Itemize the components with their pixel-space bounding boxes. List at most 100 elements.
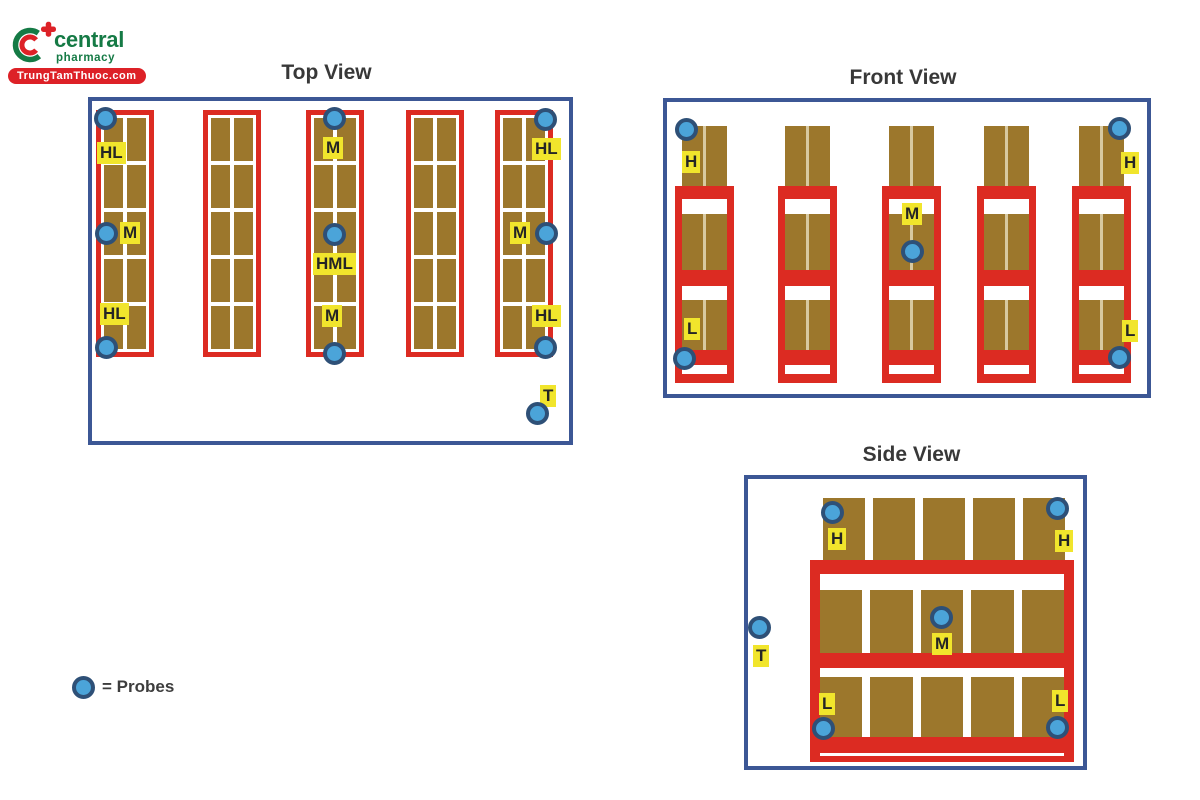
- probe-label: L: [1122, 320, 1139, 342]
- rack-grid: [211, 118, 253, 349]
- rack-beam: [1072, 186, 1131, 199]
- pallet-cell: [437, 212, 456, 255]
- probe: [901, 240, 924, 263]
- shelf-gap: [785, 286, 830, 300]
- rack-beam: [882, 270, 941, 286]
- pallet-cell: [127, 118, 146, 161]
- probe-label: HL: [100, 303, 129, 325]
- pallet-box: [809, 300, 830, 350]
- pallet-cell: [503, 306, 522, 349]
- pallet-cell: [127, 165, 146, 208]
- probe: [95, 222, 118, 245]
- logo-tagline-text: pharmacy: [56, 52, 116, 64]
- pallet-cell: [127, 259, 146, 302]
- shelf-gap: [682, 199, 727, 214]
- shelf-gap: [820, 574, 1064, 590]
- shelf-gap: [1079, 365, 1124, 374]
- pallet-box: [785, 300, 806, 350]
- probe: [526, 402, 549, 425]
- pallet-cell: [234, 118, 253, 161]
- shelf-gap: [820, 753, 1064, 756]
- probe: [95, 336, 118, 359]
- probe-label: H: [828, 528, 847, 550]
- pallet-box: [1103, 300, 1124, 350]
- pallet-box: [913, 300, 934, 350]
- pallet-box: [785, 126, 806, 186]
- pallet-box: [971, 677, 1014, 737]
- top-view-title: Top View: [281, 61, 372, 84]
- pallet-cell: [437, 306, 456, 349]
- pallet-box: [1021, 590, 1065, 653]
- pallet-cell: [503, 259, 522, 302]
- pallet-row: [823, 498, 1065, 560]
- pallet-box: [1079, 300, 1100, 350]
- storage-rack: [675, 126, 734, 383]
- pallet-box: [984, 126, 1005, 186]
- pallet-box: [820, 590, 863, 653]
- logo-domain-badge: TrungTamThuoc.com: [8, 68, 146, 84]
- pallet-box: [973, 498, 1015, 560]
- pallet-box: [870, 590, 913, 653]
- shelf-gap: [889, 365, 934, 374]
- shelf-level: [785, 214, 830, 270]
- rack-base: [882, 374, 941, 383]
- pallet-cell: [211, 118, 230, 161]
- pallet-cell: [437, 165, 456, 208]
- pallet-box: [809, 126, 830, 186]
- pallet-box: [1008, 214, 1029, 270]
- probe-label: M: [323, 137, 344, 159]
- logo-brand-text: central: [54, 27, 125, 52]
- probe-label: L: [819, 693, 836, 715]
- pallet-row: [785, 126, 830, 186]
- probe: [323, 107, 346, 130]
- rack-beam: [810, 737, 1074, 753]
- pallet-box: [706, 126, 727, 186]
- pallet-cell: [437, 259, 456, 302]
- rack-beam: [1072, 270, 1131, 286]
- side-view-title: Side View: [862, 443, 961, 466]
- pallet-box: [984, 214, 1005, 270]
- probe-label: L: [684, 318, 701, 340]
- pallet-box: [706, 214, 727, 270]
- rack-beam: [977, 270, 1036, 286]
- shelf-gap: [1079, 286, 1124, 300]
- probe-label: M: [932, 633, 953, 655]
- shelf-level: [682, 300, 727, 350]
- rack-grid: [414, 118, 456, 349]
- probe: [534, 108, 557, 131]
- probe: [1046, 497, 1069, 520]
- probe: [1108, 117, 1131, 140]
- rack-beam: [882, 186, 941, 199]
- rack-beam: [778, 270, 837, 286]
- storage-rack: [977, 126, 1036, 383]
- rack-beam: [977, 186, 1036, 199]
- pallet-cell: [414, 306, 433, 349]
- rack-base: [1072, 374, 1131, 383]
- pallet-cell: [234, 165, 253, 208]
- probe-label: M: [510, 222, 531, 244]
- probe-label: HL: [532, 138, 561, 160]
- pallet-box: [920, 677, 964, 737]
- probe-label: T: [540, 385, 557, 407]
- probe-label: H: [1121, 152, 1140, 174]
- rack-beam: [675, 186, 734, 199]
- probe: [821, 501, 844, 524]
- storage-rack: [1072, 126, 1131, 383]
- shelf-gap: [682, 365, 727, 374]
- pallet-cell: [414, 118, 433, 161]
- rack-frame: [977, 186, 1036, 383]
- rack-base: [675, 374, 734, 383]
- storage-rack: [778, 126, 837, 383]
- probe: [1046, 716, 1069, 739]
- shelf-level: [785, 300, 830, 350]
- probe-label: H: [682, 151, 701, 173]
- pallet-cell: [234, 259, 253, 302]
- pallet-cell: [211, 212, 230, 255]
- pallet-cell: [414, 165, 433, 208]
- rack-base: [810, 756, 1074, 762]
- rack-beam: [778, 350, 837, 365]
- front-view-room-boundary: H H M L L: [663, 98, 1151, 398]
- probe: [323, 342, 346, 365]
- pallet-cell: [211, 165, 230, 208]
- probe: [534, 336, 557, 359]
